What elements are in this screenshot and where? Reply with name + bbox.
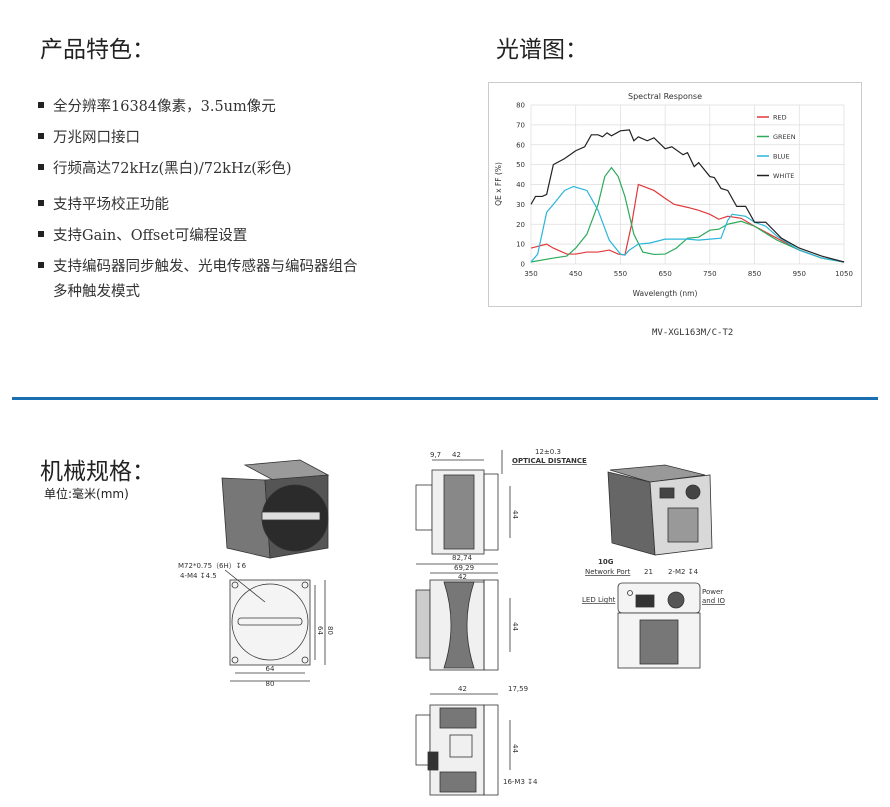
led-label: LED Light — [582, 596, 616, 604]
net-label-port: Network Port — [585, 568, 631, 576]
legend-label: WHITE — [773, 172, 794, 180]
dim-64: 64 — [266, 665, 275, 673]
dim-64-v: 64 — [316, 626, 324, 635]
dim-21: 21 — [644, 568, 653, 576]
feature-text: 万兆网口接口 — [53, 130, 140, 146]
y-tick-label: 40 — [516, 181, 525, 189]
bullet-icon — [38, 102, 44, 108]
model-caption: MV-XGL163M/C-T2 — [652, 328, 734, 338]
spectral-chart: Spectral Response Wavelength (nm) QE x F… — [488, 82, 862, 307]
bullet-icon — [38, 262, 44, 268]
x-tick-label: 750 — [703, 270, 716, 278]
section-divider — [12, 397, 878, 400]
series-line-green — [530, 166, 845, 263]
power-label: Power — [702, 588, 723, 596]
feature-item: 支持编码器同步触发、光电传感器与编码器组合多种触发模式 — [38, 255, 358, 305]
chart-title: Spectral Response — [628, 92, 702, 101]
x-tick-label: 950 — [793, 270, 806, 278]
dim-17-59: 17,59 — [508, 685, 528, 693]
dim-44: 44 — [511, 510, 519, 519]
unit-label: 单位:毫米(mm) — [44, 487, 129, 501]
holes-16-m3: 16-M3 ↧4 — [503, 778, 538, 786]
dim-44-b: 44 — [511, 622, 519, 631]
feature-text: 多种触发模式 — [53, 284, 140, 300]
dim-42: 42 — [452, 451, 461, 459]
feature-text: 支持编码器同步触发、光电传感器与编码器组合 — [53, 259, 358, 275]
feature-item: 支持Gain、Offset可编程设置 — [38, 224, 247, 249]
feature-text: 行频高达72kHz(黑白)/72kHz(彩色) — [53, 161, 292, 177]
bullet-icon — [38, 133, 44, 139]
dim-44-c: 44 — [511, 744, 519, 753]
features-title: 产品特色： — [40, 37, 155, 63]
side-view-top-drawing — [415, 450, 511, 555]
spectrum-title: 光谱图： — [496, 37, 588, 63]
optical-value: 12±0.3 — [535, 448, 561, 456]
front-view-drawing — [224, 569, 326, 682]
feature-text: 支持平场校正功能 — [53, 197, 169, 213]
legend-label: GREEN — [773, 133, 796, 141]
side-view-mid-drawing — [415, 563, 511, 671]
x-tick-label: 550 — [614, 270, 627, 278]
series-line-blue — [530, 185, 845, 263]
series-line-red — [530, 183, 845, 263]
optical-label: OPTICAL DISTANCE — [512, 457, 587, 465]
bullet-icon — [38, 164, 44, 170]
power-label-2: and IO — [702, 597, 725, 605]
x-tick-label: 650 — [658, 270, 671, 278]
dim-80: 80 — [266, 680, 275, 688]
series-line-white — [530, 129, 845, 263]
bullet-icon — [38, 200, 44, 206]
dim-82-74: 82,74 — [452, 554, 473, 562]
feature-item: 万兆网口接口 — [38, 126, 140, 151]
camera-front-iso-image — [221, 459, 330, 559]
dim-69-29: 69,29 — [454, 564, 474, 572]
camera-back-iso-image — [607, 464, 713, 556]
dim-9-7: 9,7 — [430, 451, 441, 459]
bullet-icon — [38, 231, 44, 237]
x-tick-label: 1050 — [835, 270, 853, 278]
x-tick-label: 450 — [569, 270, 582, 278]
dim-42-c: 42 — [458, 685, 467, 693]
legend-label: RED — [773, 114, 787, 122]
y-tick-label: 50 — [516, 161, 525, 169]
y-tick-label: 10 — [516, 241, 525, 249]
y-tick-label: 20 — [516, 221, 525, 229]
feature-item: 全分辨率16384像素，3.5um像元 — [38, 95, 276, 120]
side-view-bottom-drawing — [415, 693, 511, 796]
holes-2-m2: 2-M2 ↧4 — [668, 568, 699, 576]
dim-42-b: 42 — [458, 573, 467, 581]
back-view-drawing — [617, 582, 701, 669]
feature-item: 行频高达72kHz(黑白)/72kHz(彩色) — [38, 157, 292, 182]
x-tick-label: 350 — [524, 270, 537, 278]
y-axis-label: QE x FF (%) — [494, 162, 503, 206]
y-tick-label: 30 — [516, 201, 525, 209]
holes-label: 4-M4 ↧4.5 — [180, 572, 217, 580]
thread-label: M72*0.75（6H）↧6 — [178, 562, 247, 570]
y-tick-label: 80 — [516, 102, 525, 110]
feature-item: 支持平场校正功能 — [38, 193, 169, 218]
x-axis-label: Wavelength (nm) — [633, 289, 698, 298]
chart-svg: Spectral Response Wavelength (nm) QE x F… — [494, 92, 853, 298]
net-label-10g: 10G — [598, 558, 614, 566]
mechanical-title: 机械规格： — [40, 459, 155, 485]
mechanical-drawings: M72*0.75（6H）↧6 4-M4 ↧4.5 64 80 64 80 9,7… — [178, 448, 725, 796]
feature-text: 支持Gain、Offset可编程设置 — [53, 228, 248, 244]
x-tick-label: 850 — [748, 270, 761, 278]
y-tick-label: 70 — [516, 121, 525, 129]
dim-80-v: 80 — [326, 626, 334, 635]
legend-label: BLUE — [773, 153, 790, 161]
y-tick-label: 0 — [521, 261, 525, 269]
feature-text: 全分辨率16384像素，3.5um像元 — [53, 99, 276, 115]
y-tick-label: 60 — [516, 141, 525, 149]
